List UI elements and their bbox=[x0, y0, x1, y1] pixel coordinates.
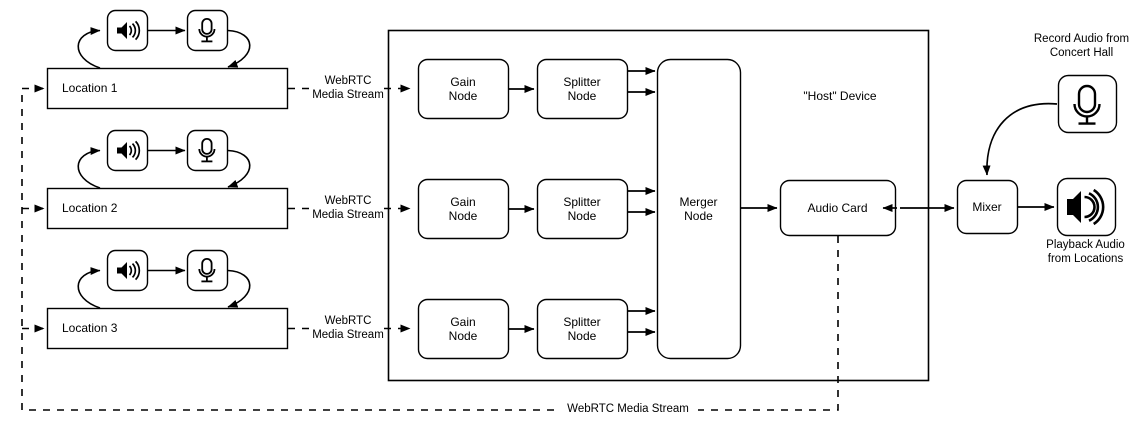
arrow-recordmic-mixer bbox=[982, 102, 1058, 176]
gain-node-label-3: Gain Node bbox=[448, 314, 478, 343]
loop-arrow-mic3-loc3 bbox=[227, 269, 251, 308]
gain-node-box-1 bbox=[417, 58, 510, 120]
microphone-icon bbox=[198, 17, 216, 43]
splitter-node-box-2 bbox=[536, 178, 629, 240]
location-label-2: Location 2 bbox=[62, 201, 118, 215]
loop-arrow-loc1-speaker bbox=[77, 27, 101, 69]
gain-node-box-3 bbox=[417, 298, 510, 360]
speaker-icon bbox=[117, 20, 141, 41]
splitter-node-label-2: Splitter Node bbox=[563, 194, 601, 223]
location-box-3 bbox=[46, 307, 289, 350]
merger-node-box bbox=[656, 58, 742, 360]
record-audio-label: Record Audio from Concert Hall bbox=[1033, 33, 1130, 59]
host-device-title: "Host" Device bbox=[803, 89, 877, 103]
webrtc-stream-label-2: WebRTC Media Stream bbox=[312, 195, 384, 221]
dashed-bottom-feedback-path-left bbox=[21, 88, 680, 411]
loop-arrow-mic1-loc1 bbox=[227, 29, 251, 68]
speaker-icon bbox=[117, 140, 141, 161]
loop-arrow-loc2-speaker bbox=[77, 147, 101, 189]
playback-speaker-box bbox=[1056, 177, 1117, 237]
speaker-icon-box-2 bbox=[106, 129, 149, 172]
splitter-node-box-3 bbox=[536, 298, 629, 360]
merger-node-label: Merger Node bbox=[679, 194, 718, 223]
location-box-1 bbox=[46, 67, 289, 110]
mixer-label: Mixer bbox=[972, 199, 1002, 214]
location-label-3: Location 3 bbox=[62, 321, 118, 335]
splitter-node-label-3: Splitter Node bbox=[563, 314, 601, 343]
webrtc-stream-label-3: WebRTC Media Stream bbox=[312, 315, 384, 341]
playback-audio-label: Playback Audio from Locations bbox=[1046, 239, 1125, 265]
splitter-node-label-1: Splitter Node bbox=[563, 74, 601, 103]
speaker-icon-box-3 bbox=[106, 249, 149, 292]
microphone-icon bbox=[1073, 84, 1101, 125]
location-label-1: Location 1 bbox=[62, 81, 118, 95]
speaker-icon bbox=[1067, 188, 1105, 226]
location-box-2 bbox=[46, 187, 289, 230]
microphone-icon bbox=[198, 137, 216, 163]
loop-arrow-mic2-loc2 bbox=[227, 149, 251, 188]
webrtc-stream-label-1: WebRTC Media Stream bbox=[312, 75, 384, 101]
bottom-webrtc-stream-label: WebRTC Media Stream bbox=[558, 403, 698, 417]
gain-node-label-1: Gain Node bbox=[448, 74, 478, 103]
splitter-node-box-1 bbox=[536, 58, 629, 120]
audio-card-label: Audio Card bbox=[807, 200, 868, 215]
speaker-icon bbox=[117, 260, 141, 281]
microphone-icon bbox=[198, 257, 216, 283]
gain-node-label-2: Gain Node bbox=[448, 194, 478, 223]
loop-arrow-loc3-speaker bbox=[77, 267, 101, 309]
gain-node-box-2 bbox=[417, 178, 510, 240]
speaker-icon-box-1 bbox=[106, 9, 149, 52]
mixer-box bbox=[956, 179, 1019, 235]
